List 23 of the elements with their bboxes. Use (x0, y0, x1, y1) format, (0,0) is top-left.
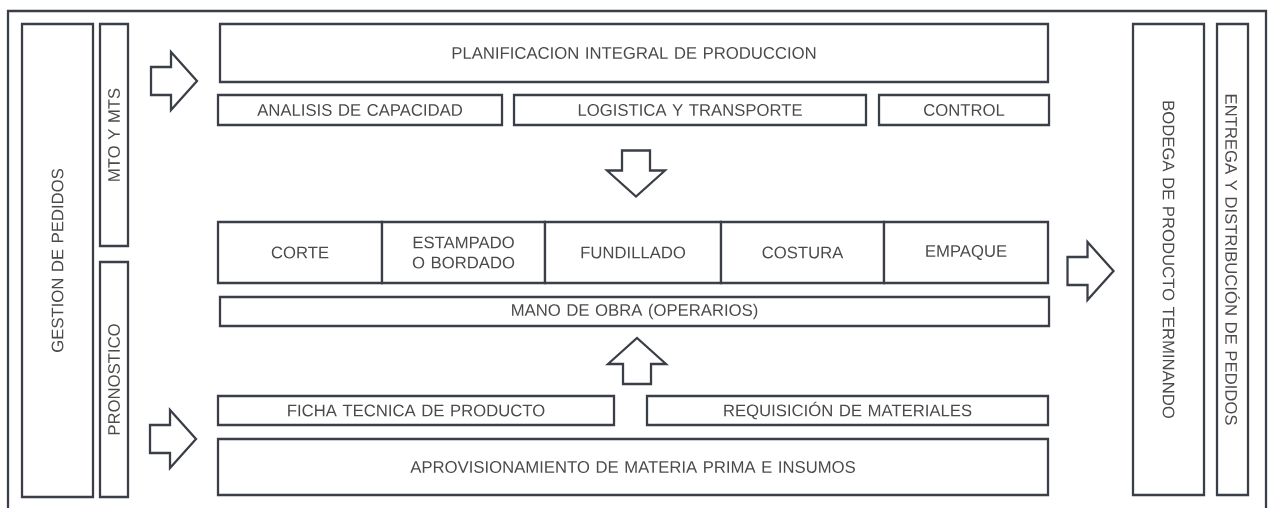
process-box: ANALISIS DE CAPACIDAD (216, 93, 504, 127)
process-box: APROVISIONAMIENTO DE MATERIA PRIMA E INSUMOS (216, 437, 1050, 497)
block-arrow (1066, 239, 1116, 303)
process-box: ENTREGA Y DISTRIBUCIÓN DE PEDIDOS (1215, 22, 1250, 497)
block-arrow (148, 407, 198, 471)
process-box: ESTAMPADO O BORDADO (380, 220, 547, 285)
process-box: FICHA TECNICA DE PRODUCTO (216, 394, 616, 427)
block-arrow (604, 149, 668, 199)
process-box: REQUISICIÓN DE MATERIALES (645, 394, 1050, 427)
process-box: MANO DE OBRA (OPERARIOS) (218, 295, 1051, 328)
process-box: LOGISTICA Y TRANSPORTE (512, 93, 868, 127)
process-box: BODEGA DE PRODUCTO TERMINANDO (1131, 22, 1206, 497)
process-box: FUNDILLADO (543, 220, 723, 285)
process-box: PRONOSTICO (98, 260, 130, 499)
process-box: PLANIFICACION INTEGRAL DE PRODUCCION (218, 22, 1050, 84)
process-box: GESTION DE PEDIDOS (20, 22, 95, 499)
block-arrow (149, 49, 199, 113)
process-box: EMPAQUE (882, 220, 1050, 285)
process-box: COSTURA (719, 220, 886, 285)
process-box: CONTROL (877, 93, 1051, 127)
block-arrow (605, 336, 669, 386)
process-box: MTO Y MTS (98, 22, 130, 248)
process-box: CORTE (216, 220, 384, 285)
